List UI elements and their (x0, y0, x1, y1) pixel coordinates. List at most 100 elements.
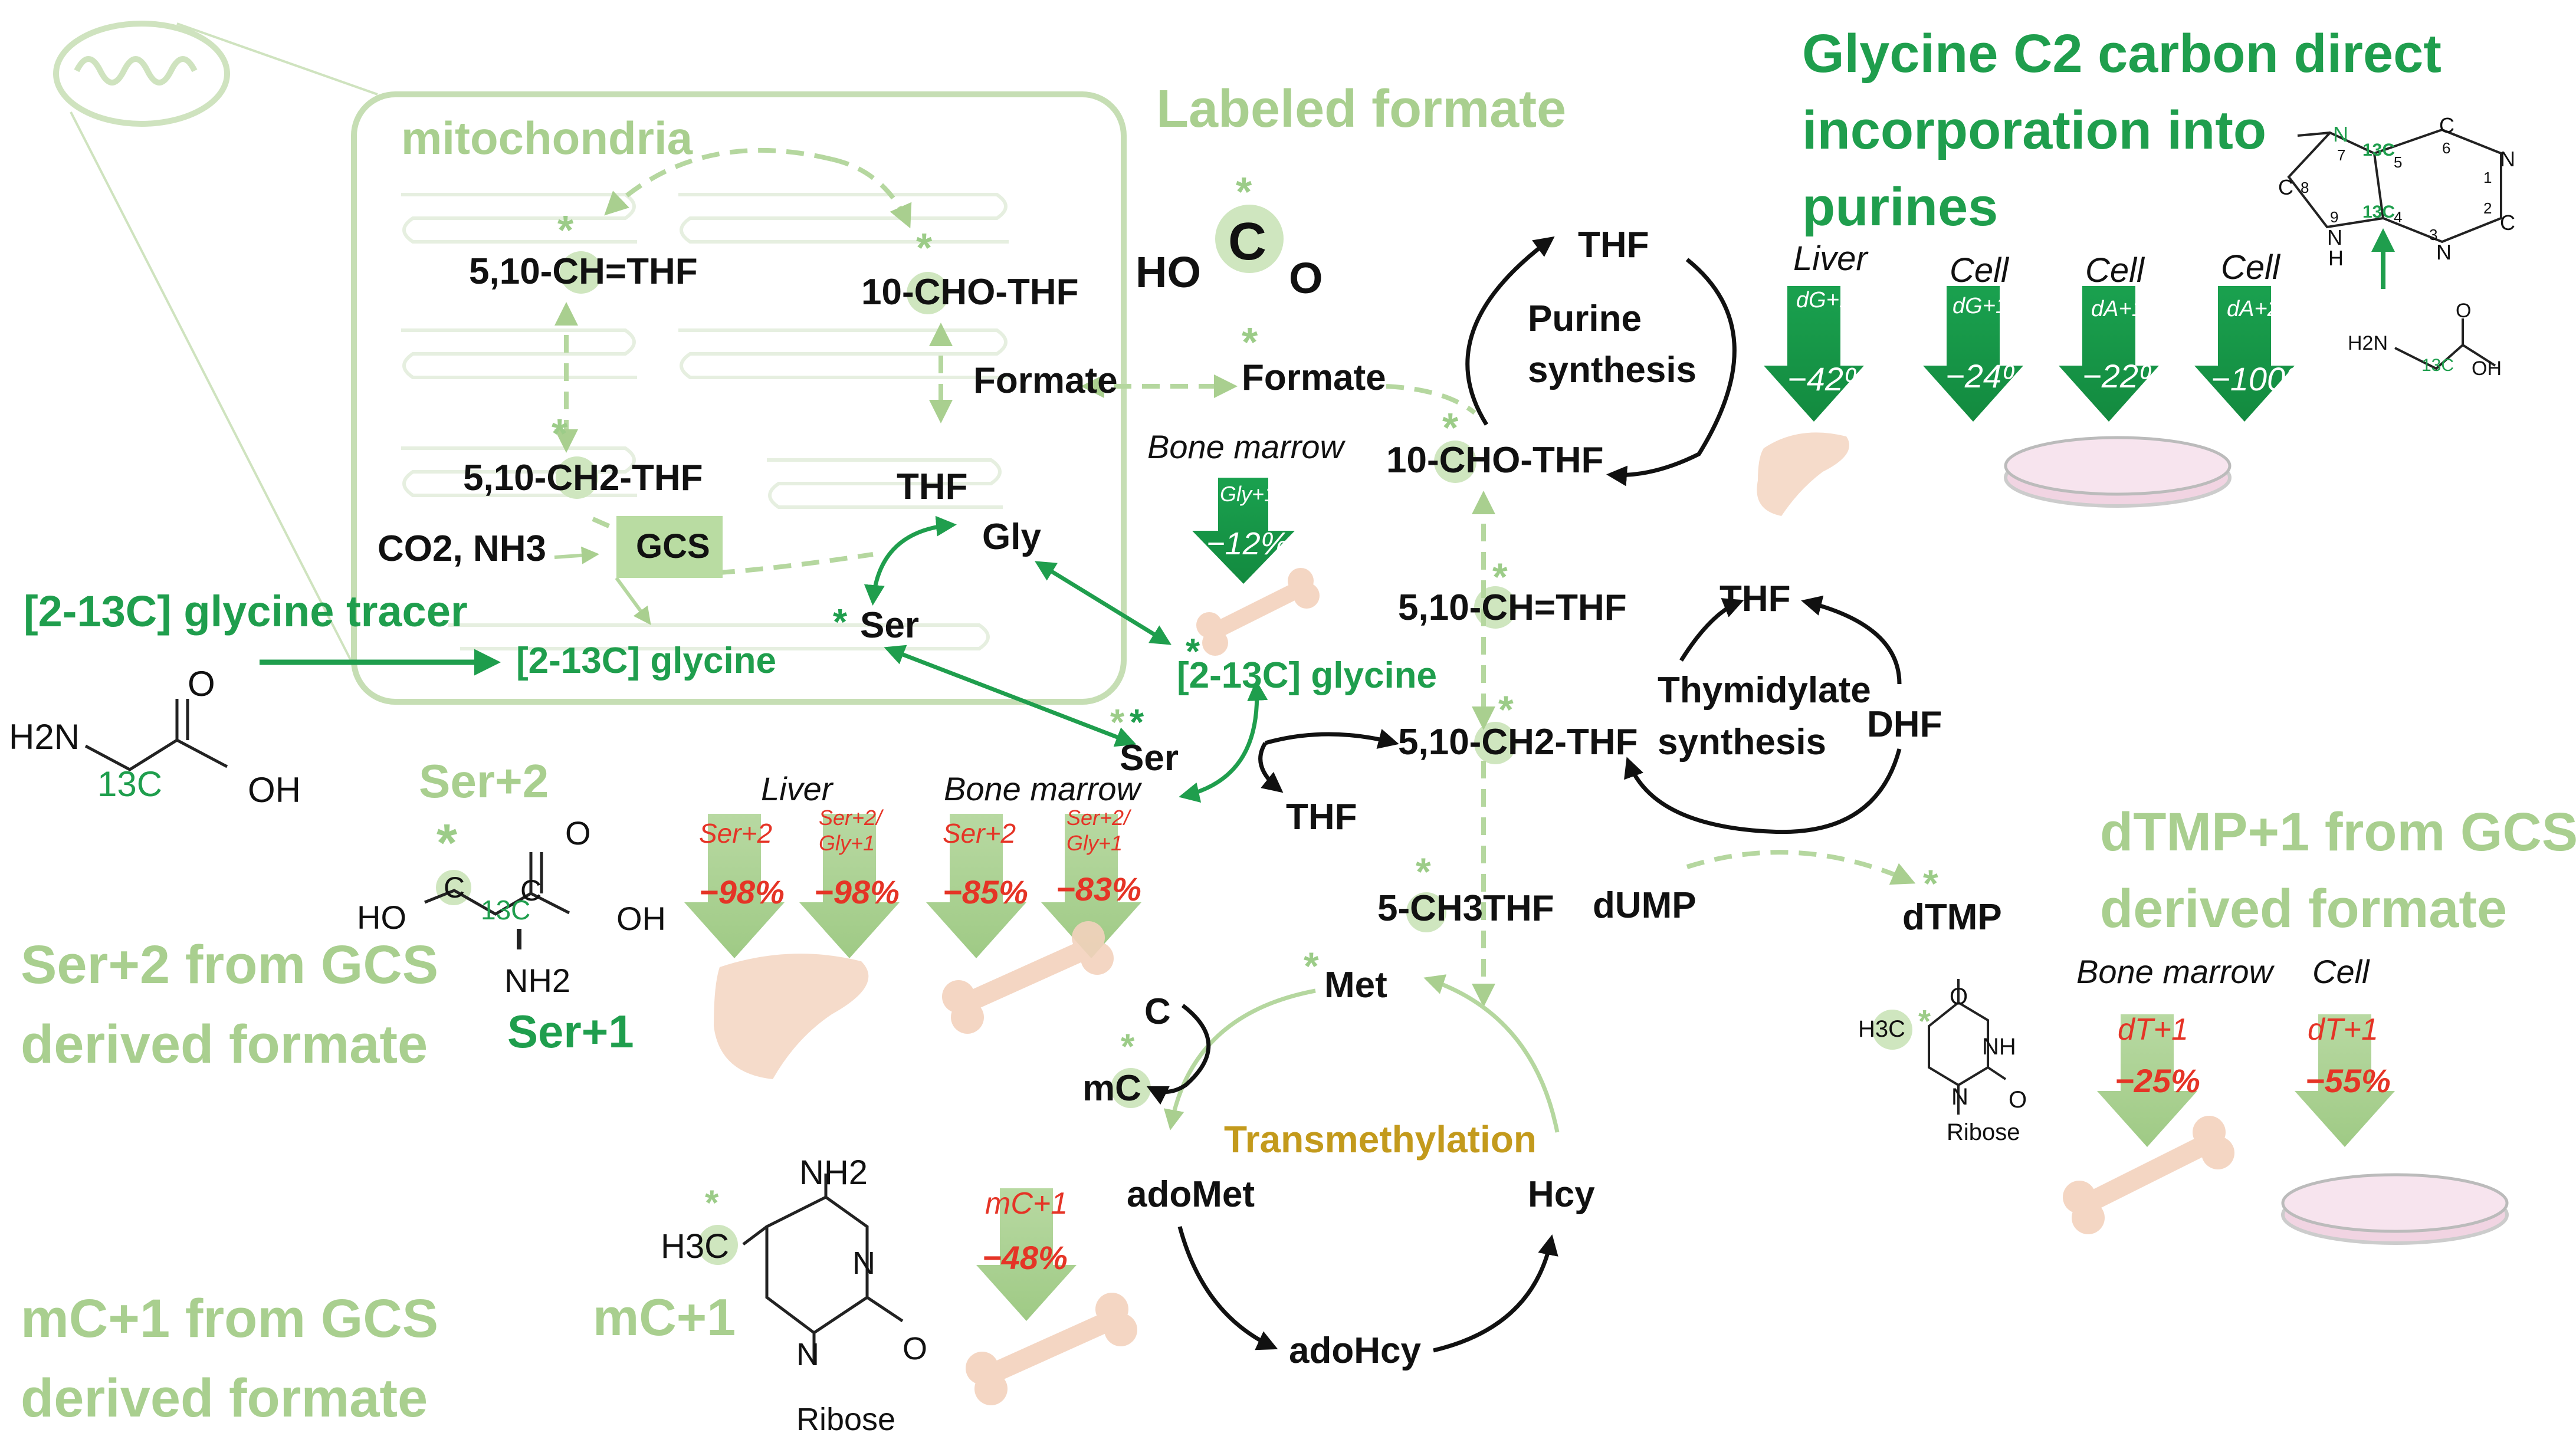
mitochondria-compartment (351, 91, 1127, 705)
purine-change-species: dA+2 (2227, 297, 2280, 321)
purine-atom: N (2436, 240, 2452, 264)
label-star: * (1416, 850, 1431, 893)
adomet: adoMet (1127, 1174, 1255, 1215)
dt-change-source: Cell (2312, 953, 2370, 990)
label-star: * (552, 410, 568, 456)
serine-change-source: Bone marrow (944, 770, 1141, 807)
hcy: Hcy (1528, 1174, 1595, 1215)
purine-synthesis-line-1: Purine (1528, 298, 1642, 339)
serine-change-species: Ser+2 (943, 818, 1016, 849)
mc-change-species: mC+1 (985, 1187, 1068, 1221)
dtmp-caption-line-1: dTMP+1 from GCS (2100, 802, 2576, 862)
purine-atom: C (2278, 175, 2293, 199)
purine-atom: 6 (2442, 139, 2451, 157)
tracer-atom-h2n: H2N (9, 717, 80, 757)
label-star: * (1242, 319, 1258, 365)
serine-atom: OH (616, 900, 666, 937)
label-star: * (1110, 702, 1125, 743)
purine-change-source: Liver (1793, 239, 1868, 278)
mitochondria-cristae (401, 193, 1009, 650)
liver-icon (714, 432, 1849, 1079)
dt-change-value: −25% (2115, 1062, 2200, 1099)
mito-gly: Gly (982, 517, 1041, 557)
serine-change-value: −98% (814, 873, 900, 911)
purine-atom: 2 (2483, 199, 2492, 217)
serine-change-species: Ser+2/ Gly+1 (1067, 806, 1130, 856)
dtmp-caption-line-2: derived formate (2100, 879, 2508, 939)
dt-change-species: dT+1 (2118, 1013, 2188, 1047)
label-star: * (916, 225, 933, 271)
serine-change-species: Ser+2/ Gly+1 (819, 806, 882, 856)
cytosol-glycine-star: * (1186, 632, 1200, 672)
mito-thf: THF (897, 466, 968, 507)
purine-atom: 13C (2362, 202, 2395, 222)
purine-change-value: −42% (1787, 360, 1873, 397)
purine-atom: 1 (2483, 169, 2492, 186)
purine-atom: N (2500, 147, 2515, 171)
dtmp-structure (1928, 979, 2007, 1115)
purine-atom: H (2328, 246, 2344, 270)
dump: dUMP (1593, 885, 1696, 926)
purine-change-value: −22% (2082, 357, 2168, 395)
serine-structure (424, 852, 570, 949)
bone-marrow-label: Bone marrow (1147, 428, 1344, 465)
serine-atom: C (520, 874, 542, 907)
mc-atom: NH2 (799, 1153, 868, 1192)
mc-caption-line-2: derived formate (21, 1368, 428, 1428)
purine-atom: 13C (2362, 140, 2395, 160)
gly-change-value: −12% (1206, 526, 1289, 561)
purine-atom: 5 (2394, 153, 2403, 171)
purine-change-arrows (1764, 286, 2295, 422)
mito-formate: Formate (973, 360, 1118, 401)
co2-nh3: CO2, NH3 (378, 528, 546, 569)
bone-icon (942, 568, 2234, 1405)
label-star: * (1918, 1004, 1931, 1039)
cytosol-thf: THF (1286, 797, 1357, 837)
mc-atom: N (852, 1245, 875, 1281)
serine-change-value: −83% (1056, 870, 1141, 908)
purine-change-species: dA+1 (2091, 297, 2144, 321)
mitochondrion-icon (53, 21, 378, 667)
methylcytosine-structure (742, 1174, 904, 1362)
purines-title-line-3: purines (1802, 177, 1999, 237)
dt-change-value: −55% (2305, 1062, 2391, 1099)
purine-change-source: Cell (1950, 251, 2009, 290)
ser1-label: Ser+1 (507, 1005, 634, 1057)
light-change-arrows (684, 814, 2395, 1321)
tracer-atom-oh: OH (248, 770, 301, 810)
formate-atom-ho: HO (1136, 248, 1201, 297)
mc-caption-line-1: mC+1 from GCS (21, 1289, 439, 1349)
purine-atom: 8 (2301, 179, 2309, 196)
purine-change-value: −100% (2211, 360, 2315, 397)
dtmp-atom: Ribose (1947, 1119, 2020, 1145)
mc-change-value: −48% (982, 1239, 1068, 1276)
thymidylate-synthesis-line-2: synthesis (1658, 722, 1827, 763)
mc-label: mC (1082, 1068, 1141, 1109)
gly-change-arrow (1192, 478, 1295, 584)
tracer-title: [2-13C] glycine tracer (24, 587, 468, 636)
purine-glycine-atom: OH (2472, 357, 2502, 380)
purine-glycine-atom: 13C (2421, 356, 2454, 375)
purine-thf: THF (1578, 225, 1649, 265)
serine-atom: O (565, 814, 591, 852)
serine-atom: C (444, 871, 465, 904)
mc-atom: O (903, 1331, 928, 1366)
gly-change-species: Gly+1 (1220, 482, 1276, 506)
adohcy: adoHcy (1289, 1330, 1421, 1371)
gcs-box (616, 516, 723, 578)
cytosol-ch-thf: 5,10-CH=THF (1398, 587, 1627, 628)
ser2-caption-line-1: Ser+2 from GCS (21, 935, 439, 995)
cytosol-formate: Formate (1242, 357, 1386, 398)
serine-change-source: Liver (761, 770, 833, 807)
purine-atom: 3 (2429, 226, 2438, 244)
dtmp-atom: O (1950, 984, 1968, 1010)
dtmp-atom: H3C (1858, 1016, 1906, 1042)
purine-change-species: dG+1 (1952, 294, 2009, 318)
label-star: * (1492, 555, 1508, 599)
label-star: * (437, 814, 458, 873)
purines-title-line-1: Glycine C2 carbon direct (1802, 24, 2442, 84)
serine-atom: 13C (481, 895, 531, 925)
tracer-glycine-structure (84, 699, 228, 771)
label-star: * (833, 602, 848, 643)
